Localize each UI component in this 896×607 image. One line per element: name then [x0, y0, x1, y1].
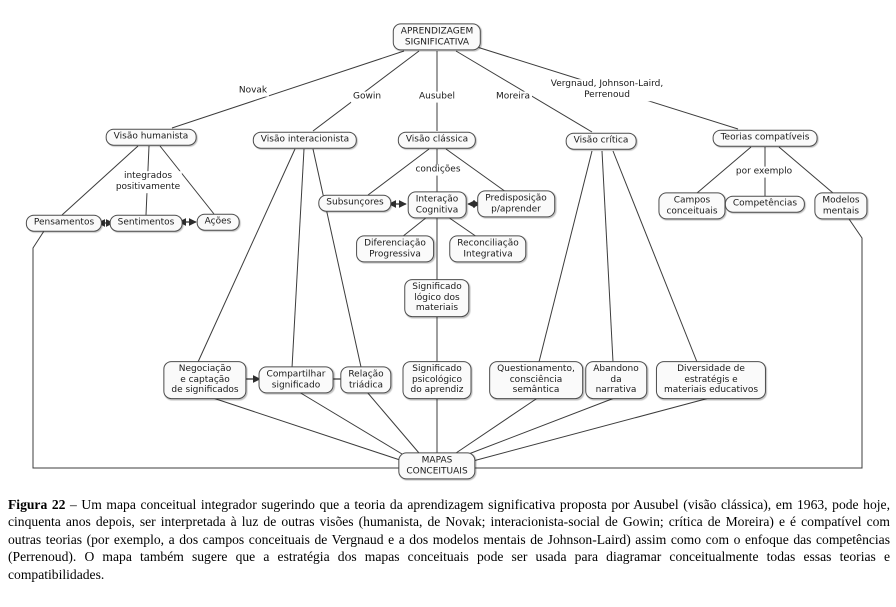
node-teorias-compativeis: Teorias compatíveis — [712, 129, 818, 147]
node-visao-interacionista: Visão interacionista — [252, 131, 358, 149]
node-interacao-cognitiva: Interação Cognitiva — [407, 191, 467, 219]
connector-lines-layer — [32, 46, 863, 469]
node-significado-psicologico: Significado psicológico do aprendiz — [402, 361, 472, 399]
node-reconciliacao-integrativa: Reconciliação Integrativa — [449, 235, 527, 263]
edge-label-ausubel: Ausubel — [416, 91, 458, 103]
node-visao-critica: Visão crítica — [565, 132, 637, 150]
node-pensamentos: Pensamentos — [25, 214, 103, 232]
node-subsuncores: Subsunçores — [318, 194, 392, 212]
edge-label-vergnaud-johnson-laird-perrenoud: Vergnaud, Johnson-Laird, Perrenoud — [548, 79, 666, 101]
edge-label-condicoes: condições — [413, 164, 463, 176]
bottom-fan-edges — [209, 391, 714, 462]
figure-caption: Figura 22 – Um mapa conceitual integrado… — [8, 496, 890, 583]
edge-label-novak: Novak — [236, 85, 270, 97]
node-diferenciacao-progressiva: Diferenciação Progressiva — [356, 235, 434, 263]
node-campos-conceituais: Campos conceituais — [658, 192, 726, 220]
node-abandono-narrativa: Abandono da narrativa — [585, 361, 647, 399]
edge-label-gowin: Gowin — [350, 91, 384, 103]
critica-edges — [538, 150, 698, 363]
node-visao-humanista: Visão humanista — [105, 128, 197, 146]
node-diversidade-estrategias: Diversidade de estratégis e materiais ed… — [655, 361, 767, 399]
node-questionamento-semantica: Questionamento, consciência semântica — [489, 361, 583, 399]
edge-label-por-exemplo: por exemplo — [733, 166, 795, 178]
interacionista-edges — [197, 148, 362, 369]
edge-label-moreira: Moreira — [493, 91, 533, 103]
figure-caption-text: – Um mapa conceitual integrador sugerind… — [8, 497, 890, 582]
node-modelos-mentais: Modelos mentais — [814, 192, 868, 220]
node-relacao-triadica: Relação triádica — [340, 366, 392, 394]
node-significado-logico-materiais: Significado lógico dos materiais — [404, 279, 470, 317]
node-acoes: Ações — [196, 213, 240, 231]
node-visao-classica: Visão clássica — [397, 131, 477, 149]
node-competencias: Competências — [724, 195, 806, 213]
node-aprendizagem-significativa: APRENDIZAGEM SIGNIFICATIVA — [392, 23, 482, 51]
edge-label-integrados-positivamente: integrados positivamente — [113, 171, 183, 193]
node-compartilhar-significado: Compartilhar significado — [258, 366, 334, 394]
node-negociacao-captacao: Negociação e captação de significados — [163, 361, 247, 399]
node-mapas-conceituais: MAPAS CONCEITUAIS — [398, 452, 476, 480]
classica-edges — [367, 148, 507, 453]
node-predisposicao-aprender: Predisposição p/aprender — [477, 190, 555, 218]
figure-caption-label: Figura 22 — [8, 497, 66, 512]
compativeis-edges — [473, 146, 863, 469]
node-sentimentos: Sentimentos — [109, 214, 183, 232]
